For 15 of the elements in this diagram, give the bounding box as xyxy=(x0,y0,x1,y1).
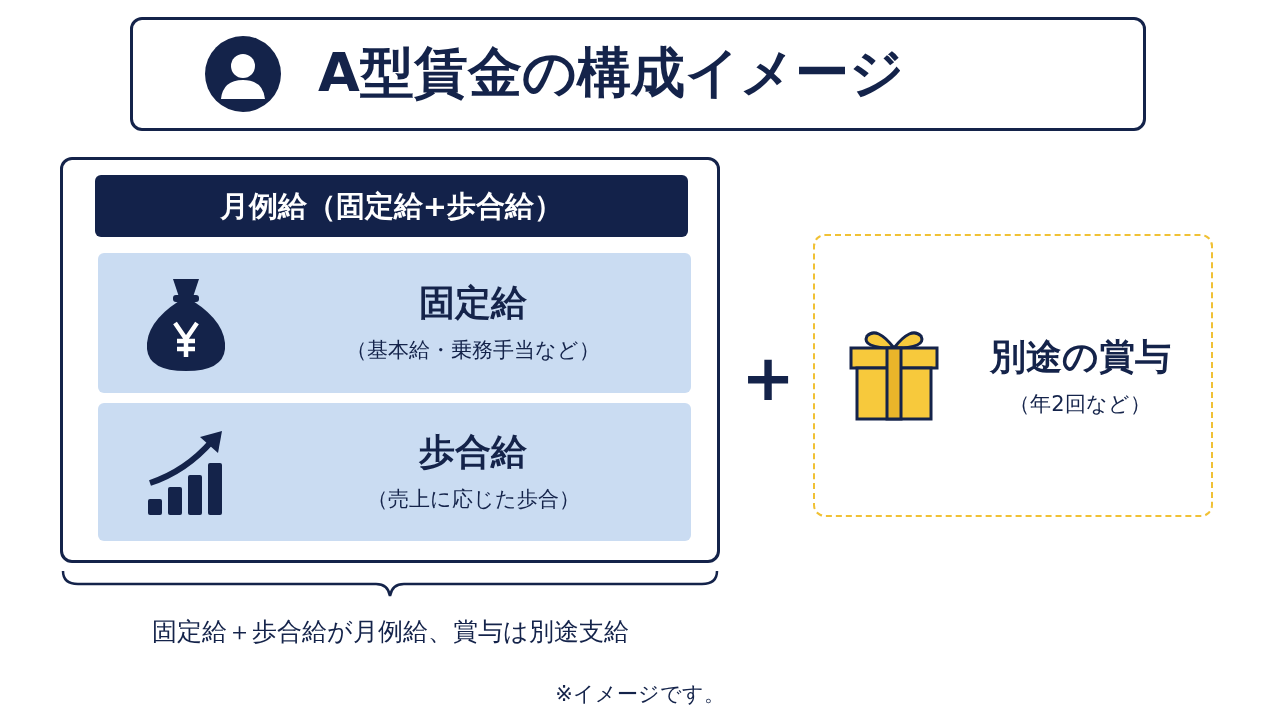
pay-item-panel xyxy=(98,403,691,541)
item-title: 別途の賞与 xyxy=(989,335,1171,379)
bonus-panel xyxy=(813,234,1213,517)
section-header: 月例給（固定給+歩合給） xyxy=(95,175,688,237)
disclaimer-note: ※イメージです。 xyxy=(554,681,726,708)
item-title: 固定給 xyxy=(419,280,527,325)
title: A型賃金の構成イメージ xyxy=(318,40,904,106)
item-note: （売上に応じた歩合） xyxy=(366,485,580,513)
item-note: （年2回など） xyxy=(1009,391,1151,418)
pay-item-panel xyxy=(98,253,691,393)
item-note: （基本給・乗務手当など） xyxy=(346,336,600,364)
group-frame xyxy=(60,157,720,563)
plus-sign: + xyxy=(740,340,796,417)
summary-note: 固定給＋歩合給が月例給、賞与は別途支給 xyxy=(150,616,630,648)
item-title: 歩合給 xyxy=(419,429,527,474)
